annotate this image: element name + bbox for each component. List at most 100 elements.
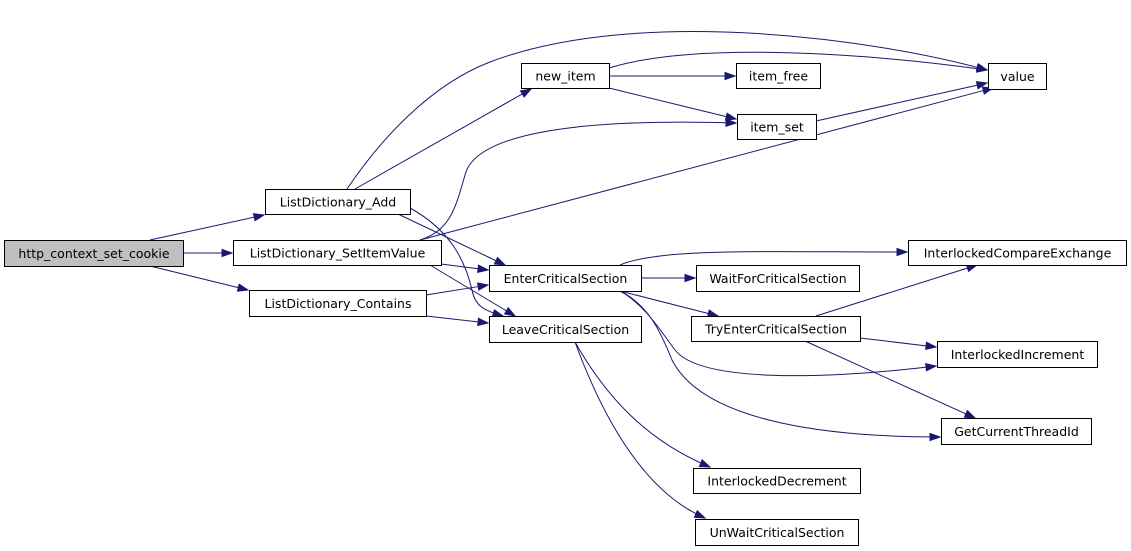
node-label: value [1000,69,1034,84]
edge-line [419,121,737,241]
edge-setitem-to-value [419,86,995,241]
node-leave[interactable]: LeaveCriticalSection [489,316,642,343]
edge-enter-to-tryenter [619,290,720,318]
arrow-head [519,88,533,98]
arrow-head [684,273,697,283]
arrow-head [725,118,738,127]
edge-line [425,315,480,323]
node-box[interactable] [233,240,442,266]
node-contains[interactable]: ListDictionary_Contains [249,290,427,317]
edge-leave-to-unwait [574,341,707,519]
node-label: GetCurrentThreadId [954,424,1079,439]
node-value[interactable]: value [988,63,1047,90]
arrow-head [476,282,490,291]
arrow-head [925,341,938,351]
arrow-head [929,432,942,442]
node-box[interactable] [695,519,859,546]
node-box[interactable] [937,341,1098,368]
edge-setitem-to-itemset [419,118,738,241]
edge-add-to-leave [409,207,505,318]
node-tryenter[interactable]: TryEnterCriticalSection [691,316,861,342]
edge-contains-to-enter [425,282,490,296]
arrow-head [236,283,250,292]
edge-line [815,84,979,122]
edge-line [440,263,480,270]
node-box[interactable] [693,468,861,494]
node-itemset[interactable]: item_set [737,114,817,140]
edge-tryenter-to-ice [815,264,979,317]
node-box[interactable] [737,114,817,140]
node-root[interactable]: http_context_set_cookie [4,240,184,267]
node-box[interactable] [265,189,411,215]
arrow-head [503,306,517,317]
edge-line [574,341,706,519]
arrow-head [925,362,938,372]
node-add[interactable]: ListDictionary_Add [265,189,411,215]
arrow-head [693,509,707,519]
node-label: LeaveCriticalSection [502,322,629,337]
nodes-layer: http_context_set_cookie ListDictionary_Ad… [4,63,1127,546]
edge-line [815,267,969,317]
edge-newitem-to-itemfree [609,71,737,81]
node-label: ListDictionary_Contains [265,296,412,311]
node-newitem[interactable]: new_item [521,63,610,89]
arrow-head [493,256,507,266]
edge-line [149,216,256,241]
node-box[interactable] [941,418,1092,445]
edge-root-to-add [149,213,266,241]
edge-line [619,290,710,315]
arrow-head [724,71,737,81]
edge-add-to-newitem [354,88,533,190]
arrow-head [724,112,738,121]
node-itemfree[interactable]: item_free [736,63,821,89]
node-label: InterlockedDecrement [707,474,846,489]
edge-line [859,337,928,347]
edge-line [608,87,728,118]
node-label: http_context_set_cookie [18,246,170,261]
edge-setitem-to-enter [440,263,490,273]
node-box[interactable] [988,63,1047,90]
node-box[interactable] [489,265,642,292]
arrow-head [477,264,490,273]
edge-root-to-contains [149,265,250,292]
edge-leave-to-idec [574,341,712,468]
node-box[interactable] [521,63,610,89]
edge-newitem-to-value [608,51,989,73]
node-idec[interactable]: InterlockedDecrement [693,468,861,494]
node-label: InterlockedIncrement [951,347,1085,362]
edge-line [619,290,941,438]
node-iinc[interactable]: InterlockedIncrement [937,341,1098,368]
edge-enter-to-ice [619,247,909,266]
edge-line [425,285,480,296]
node-label: EnterCriticalSection [504,271,628,286]
node-gettid[interactable]: GetCurrentThreadId [941,418,1092,445]
arrow-head [491,308,505,318]
arrow-head [976,64,989,73]
node-box[interactable] [4,240,184,267]
node-box[interactable] [489,316,642,343]
arrow-head [477,317,490,327]
edge-enter-to-gettid [619,290,942,442]
edge-line [354,93,524,190]
node-unwait[interactable]: UnWaitCriticalSection [695,519,859,546]
node-box[interactable] [249,290,427,317]
node-label: UnWaitCriticalSection [710,525,845,540]
edge-newitem-to-itemset [608,87,738,121]
node-ice[interactable]: InterlockedCompareExchange [908,240,1127,266]
edge-enter-to-wait [641,273,697,283]
node-box[interactable] [908,240,1127,266]
node-wait[interactable]: WaitForCriticalSection [696,265,860,292]
edge-tryenter-to-iinc [859,337,938,351]
node-box[interactable] [691,316,861,342]
node-label: item_set [750,120,804,135]
node-setitem[interactable]: ListDictionary_SetItemValue [233,240,442,266]
node-label: WaitForCriticalSection [709,271,846,286]
edge-tryenter-to-gettid [804,340,977,419]
node-label: InterlockedCompareExchange [924,246,1112,261]
edge-line [409,207,504,317]
node-box[interactable] [696,265,860,292]
node-box[interactable] [736,63,821,89]
edge-line [149,265,240,289]
node-enter[interactable]: EnterCriticalSection [489,265,642,292]
